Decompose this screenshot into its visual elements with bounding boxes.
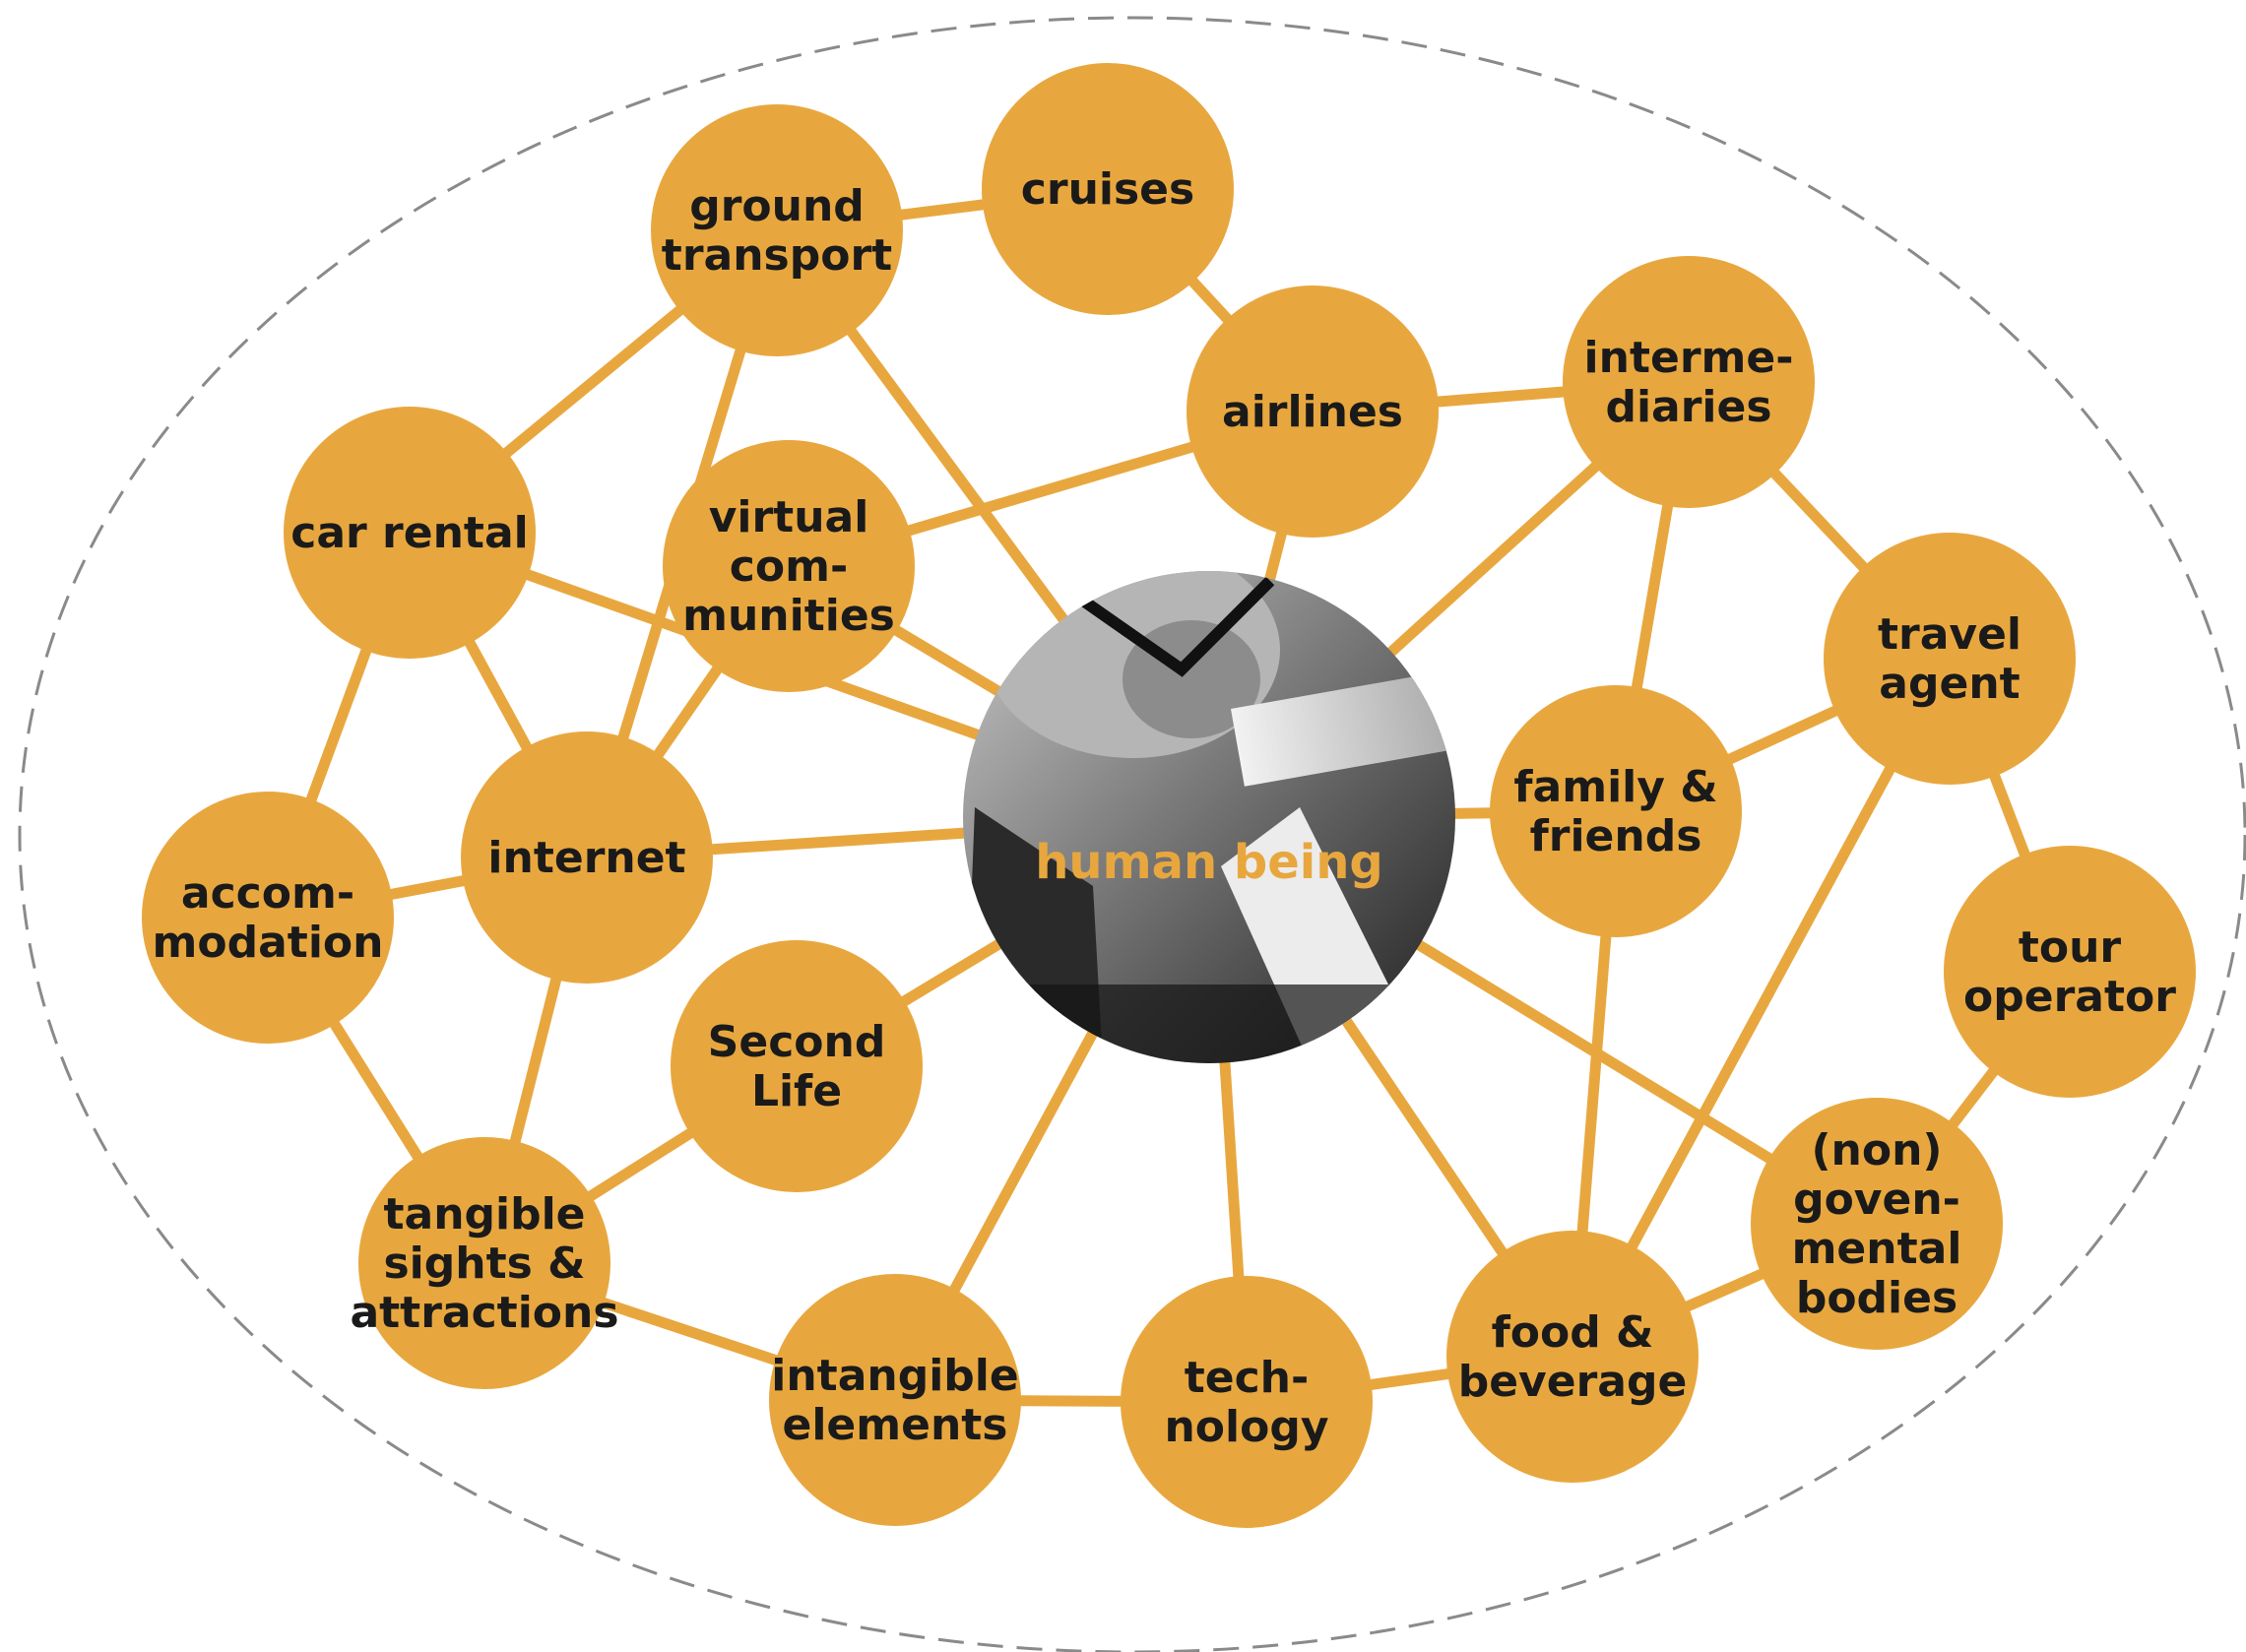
node-label-line: tech- [1185, 1353, 1310, 1403]
node-label-line: Life [751, 1066, 842, 1116]
node-label: tech-nology [1164, 1353, 1328, 1452]
node-food: food &beverage [1446, 1231, 1699, 1483]
node-circle [1944, 846, 2196, 1098]
node-circle [1563, 256, 1815, 508]
node-label: car rental [290, 508, 528, 558]
node-label: airlines [1222, 387, 1403, 437]
node-car: car rental [284, 407, 536, 659]
node-airlines: airlines [1187, 286, 1439, 538]
node-tech: tech-nology [1121, 1276, 1373, 1528]
node-label-line: family & [1513, 762, 1717, 812]
node-circle [1187, 286, 1439, 538]
node-label-line: com- [730, 541, 848, 592]
node-label-line: sights & [383, 1239, 585, 1289]
node-label-line: diaries [1605, 382, 1771, 432]
node-label-line: transport [662, 230, 892, 281]
node-label-line: Second [708, 1017, 886, 1067]
node-accom: accom-modation [142, 792, 394, 1044]
node-label-line: friends [1530, 811, 1702, 861]
node-label-line: internet [487, 833, 685, 883]
node-label-line: goven- [1793, 1175, 1960, 1225]
node-label-line: interme- [1584, 333, 1794, 383]
node-label-line: munities [682, 591, 895, 641]
node-circle [671, 940, 923, 1192]
node-circle [663, 440, 915, 692]
node-label-line: agent [1879, 659, 2020, 709]
node-cruises: cruises [982, 63, 1234, 315]
node-circle [1824, 533, 2076, 785]
node-circle [284, 407, 536, 659]
node-label-line: airlines [1222, 387, 1403, 437]
person-photo-icon [963, 571, 1455, 1063]
node-circle [651, 104, 903, 356]
node-label-line: beverage [1458, 1357, 1688, 1407]
node-circle [1490, 685, 1742, 937]
node-circle [1121, 1276, 1373, 1528]
node-label: interme-diaries [1584, 333, 1794, 432]
node-circle [1446, 1231, 1699, 1483]
node-label-line: mental [1792, 1224, 1962, 1274]
node-label: accom-modation [153, 868, 384, 968]
node-internet: internet [461, 731, 713, 984]
node-label-line: food & [1492, 1307, 1654, 1358]
node-label-line: accom- [181, 868, 354, 919]
node-family: family &friends [1490, 685, 1742, 937]
node-label-line: tour [2019, 922, 2122, 973]
node-label-line: (non) [1811, 1125, 1942, 1175]
node-circle [358, 1137, 610, 1389]
node-circle [461, 731, 713, 984]
node-label-line: nology [1164, 1402, 1328, 1452]
boundary-ellipse [18, 16, 2246, 1652]
node-label-line: virtual [709, 492, 869, 542]
node-circle [142, 792, 394, 1044]
node-circle [769, 1274, 1021, 1526]
node-label: family &friends [1513, 762, 1717, 861]
node-label-line: bodies [1796, 1273, 1957, 1323]
node-label-line: operator [1963, 972, 2176, 1022]
node-label-line: intangible [771, 1351, 1018, 1401]
node-label-line: modation [153, 918, 384, 968]
node-label-line: ground [689, 181, 865, 231]
node-label: cruises [1021, 164, 1194, 215]
edge-travel-food [1567, 653, 1956, 1363]
node-label-line: attractions [350, 1288, 618, 1338]
center-label: human being [1035, 835, 1383, 890]
node-label: internet [487, 833, 685, 883]
center-node-human-being: human being [963, 571, 1455, 1063]
node-label: food &beverage [1458, 1307, 1688, 1407]
node-label-line: car rental [290, 508, 528, 558]
node-label-line: elements [782, 1400, 1007, 1450]
node-intermediaries: interme-diaries [1563, 256, 1815, 508]
node-label-line: cruises [1021, 164, 1194, 215]
node-circle [1751, 1098, 2003, 1350]
node-label-line: travel [1878, 609, 2021, 660]
node-label-line: tangible [383, 1189, 585, 1239]
node-circle [982, 63, 1234, 315]
